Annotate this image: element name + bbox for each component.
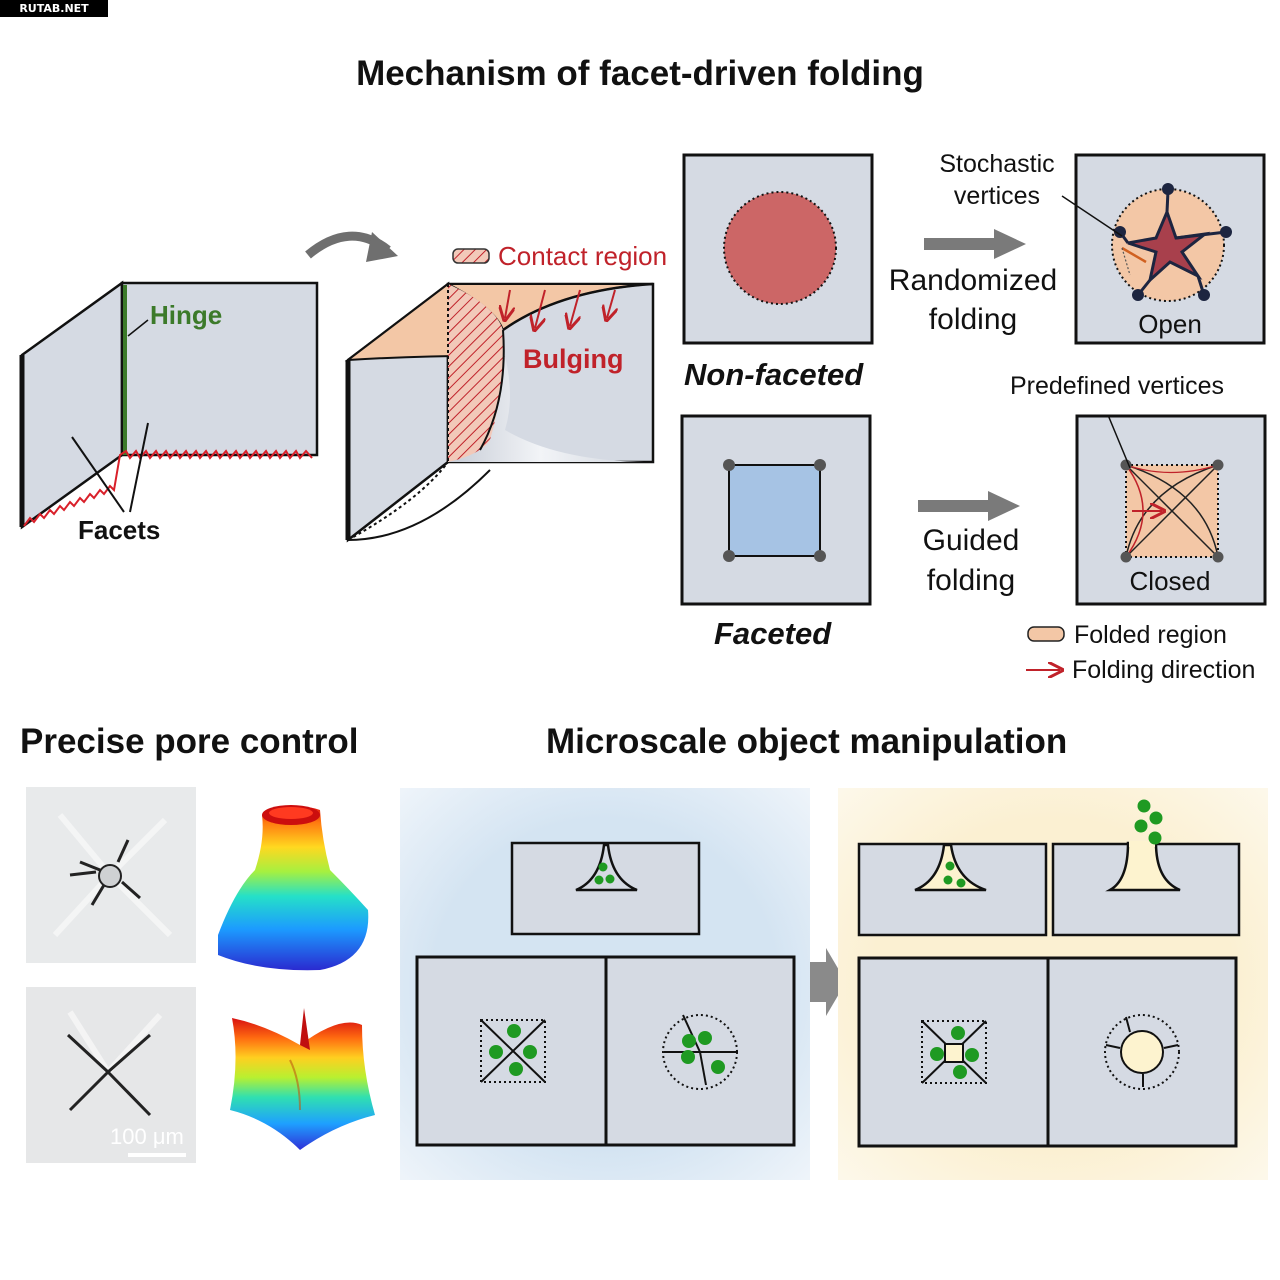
non-faceted-panel xyxy=(682,153,874,345)
sem-image-cross-pore xyxy=(26,987,196,1163)
open-result-panel xyxy=(1061,153,1266,345)
scale-bar-label: 100 μm xyxy=(110,1124,184,1149)
hinge-label: Hinge xyxy=(150,300,223,330)
randomized-folding-label-line1: Randomized xyxy=(888,264,1058,297)
precise-pore-control-heading: Precise pore control xyxy=(20,722,359,761)
bulging-sheet-illustration xyxy=(344,281,655,543)
predefined-vertices-label: Predefined vertices xyxy=(1010,372,1225,400)
closed-result-panel xyxy=(1075,414,1267,606)
randomized-folding-arrow xyxy=(924,229,1026,259)
height-map-volcano xyxy=(218,805,369,971)
contact-region-legend-swatch xyxy=(452,248,490,264)
capture-side-view xyxy=(510,841,701,936)
legend-folded-region-label: Folded region xyxy=(1074,621,1227,649)
contact-region-label: Contact region xyxy=(498,241,668,271)
unfolded-sheet-illustration xyxy=(19,280,319,530)
guided-folding-arrow xyxy=(918,491,1020,521)
manipulation-transition-arrow xyxy=(810,948,846,1016)
watermark: RUTAB.NET xyxy=(0,0,108,17)
closed-label: Closed xyxy=(1129,566,1211,596)
microscale-object-manipulation-heading: Microscale object manipulation xyxy=(546,722,1068,761)
open-label: Open xyxy=(1138,309,1202,339)
faceted-panel xyxy=(680,414,872,606)
stochastic-vertices-label-line2: vertices xyxy=(953,182,1041,210)
facets-label: Facets xyxy=(78,515,161,545)
randomized-folding-label-line2: folding xyxy=(928,303,1018,336)
release-side-views xyxy=(857,799,1241,937)
sem-image-star-pore xyxy=(26,787,196,963)
guided-folding-label-line1: Guided xyxy=(922,524,1020,557)
folded-region-legend-swatch xyxy=(1027,626,1065,642)
legend-folding-direction-label: Folding direction xyxy=(1072,656,1256,684)
guided-folding-label-line2: folding xyxy=(926,564,1016,597)
stochastic-vertices-label-line1: Stochastic xyxy=(939,150,1055,178)
release-top-views xyxy=(857,956,1238,1148)
height-map-cross xyxy=(230,1008,375,1150)
facet-zigzag xyxy=(23,449,313,527)
bulging-label: Bulging xyxy=(523,344,624,374)
non-faceted-label: Non-faceted xyxy=(684,357,864,392)
figure-title: Mechanism of facet-driven folding xyxy=(356,54,924,93)
faceted-label: Faceted xyxy=(714,616,832,651)
capture-top-views xyxy=(415,955,796,1147)
